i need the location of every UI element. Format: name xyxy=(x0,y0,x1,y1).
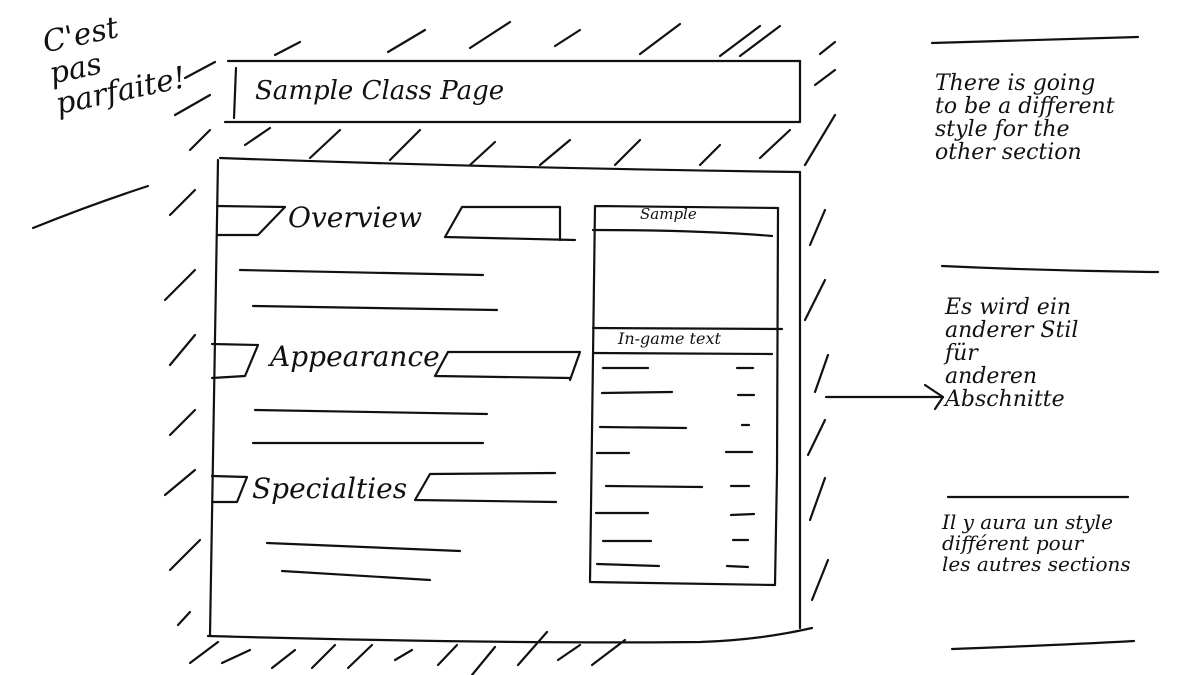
arrow-icon xyxy=(824,383,945,411)
appearance-heading-banner xyxy=(210,342,582,382)
content-frame xyxy=(206,156,814,644)
appearance-text-line xyxy=(253,408,489,416)
note-english: There is going to be a different style f… xyxy=(935,71,1115,166)
specialties-heading-banner xyxy=(210,471,558,504)
infobox-frame xyxy=(588,204,784,587)
overview-heading-banner xyxy=(215,204,577,242)
specialties-text-line xyxy=(280,569,432,582)
overview-text-line xyxy=(238,268,485,277)
hatching-background xyxy=(163,20,837,675)
specialties-text-line xyxy=(265,541,462,553)
infobox-title: Sample xyxy=(640,205,697,223)
overview-text-line xyxy=(251,304,499,312)
infobox-rows xyxy=(594,366,756,569)
note-german: Es wird ein anderer Stil für anderen Abs… xyxy=(945,295,1079,413)
section-heading-overview: Overview xyxy=(288,201,423,234)
section-heading-specialties: Specialties xyxy=(252,472,408,505)
notes-separator xyxy=(950,639,1136,651)
notes-separator xyxy=(940,264,1160,274)
margin-note-underline xyxy=(31,184,150,230)
notes-separator xyxy=(930,35,1140,45)
section-heading-appearance: Appearance xyxy=(270,340,440,373)
title-bar-box xyxy=(223,59,802,124)
page-title: Sample Class Page xyxy=(255,76,505,106)
infobox-subtitle: In-game text xyxy=(618,329,721,348)
note-french: Il y aura un style différent pour les au… xyxy=(942,510,1131,576)
